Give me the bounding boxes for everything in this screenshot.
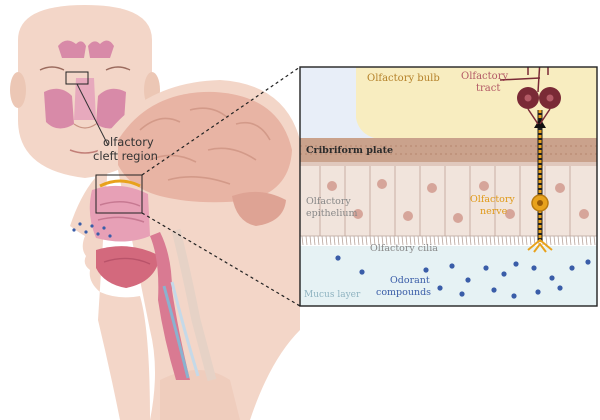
cilia-hair (385, 235, 388, 246)
cilia-hair (353, 235, 356, 246)
cilia-hair (389, 235, 392, 246)
mucus-layer-shape (300, 246, 597, 306)
cilia-hair (345, 235, 348, 246)
zoom-line-top (141, 66, 301, 176)
cilia-hair (505, 235, 508, 246)
cilia-hair (445, 235, 448, 246)
tract-label-line2: tract (476, 83, 500, 94)
cilia-hair (361, 235, 364, 246)
cilia-hair (309, 235, 312, 246)
cilia-hair (485, 235, 488, 246)
epithelium-label-line2: epithelium (306, 208, 358, 219)
cilia-hair (365, 235, 368, 246)
cilia-hair (593, 235, 596, 246)
cilia-hair (557, 235, 560, 246)
cilia-hair (501, 235, 504, 246)
cilia-hair (437, 235, 440, 246)
front-box-connector (76, 83, 109, 146)
cilia-hair (369, 235, 372, 246)
mucus-label: Mucus layer (304, 290, 361, 300)
cilia-hair (441, 235, 444, 246)
cilia-hair (373, 235, 376, 246)
cilia-hair (549, 235, 552, 246)
cilia-hair (469, 235, 472, 246)
cilia-hair (517, 235, 520, 246)
cilia-hair (453, 235, 456, 246)
cilia-hair (585, 235, 588, 246)
tract-label-line1: Olfactory (461, 71, 508, 82)
cilia-hair (521, 235, 524, 246)
cilia-hair (569, 235, 572, 246)
cilia-hair (425, 235, 428, 246)
cilia-hair (321, 235, 324, 246)
cilia-hair (325, 235, 328, 246)
cilia-hair (577, 235, 580, 246)
cilia-hair (565, 235, 568, 246)
cilia-hair (529, 235, 532, 246)
cleft-label-line2: cleft region (93, 149, 158, 163)
cilia-hair (341, 235, 344, 246)
cilia-hair (433, 235, 436, 246)
zoomed-olfactory-panel (299, 66, 598, 307)
cilia-hair (461, 235, 464, 246)
nerve-label-line2: nerve (480, 206, 508, 217)
cilia-label: Olfactory cilia (370, 243, 438, 254)
cilia-hair (489, 235, 492, 246)
cilia-hair (301, 235, 304, 246)
cilia-hair (313, 235, 316, 246)
odorant-label-line1: Odorant (390, 275, 430, 286)
cribriform-label: Cribriform plate (306, 145, 393, 156)
cilia-hair (457, 235, 460, 246)
cilia-hair (317, 235, 320, 246)
cilia-hair (377, 235, 380, 246)
cilia-hair (581, 235, 584, 246)
cilia-hair (409, 235, 412, 246)
cilia-hair (421, 235, 424, 246)
cilia-hair (417, 235, 420, 246)
cilia-hair (473, 235, 476, 246)
cilia-hair (429, 235, 432, 246)
epithelium-label-line1: Olfactory (306, 196, 351, 207)
cilia-hair (465, 235, 468, 246)
cilia-hair (329, 235, 332, 246)
cilia-hair (337, 235, 340, 246)
nerve-label-line1: Olfactory (470, 194, 515, 205)
cilia-hair (573, 235, 576, 246)
nerve-cilia-tuft (527, 238, 553, 253)
cilia-hair (553, 235, 556, 246)
cilia-hair (589, 235, 592, 246)
cilia-hair (381, 235, 384, 246)
cilia-hair (545, 235, 548, 246)
cilia-hair (393, 235, 396, 246)
cilia-hair (413, 235, 416, 246)
cilia-hair (497, 235, 500, 246)
cilia-hair (357, 235, 360, 246)
cilia-hair (333, 235, 336, 246)
cilia-hair (401, 235, 404, 246)
cilia-hair (513, 235, 516, 246)
cilia-hair (449, 235, 452, 246)
cilia-hair (481, 235, 484, 246)
cilia-hair (493, 235, 496, 246)
cleft-label-line1: olfactory (103, 135, 154, 149)
zoom-line-bottom (141, 212, 301, 307)
cilia-hair (509, 235, 512, 246)
cilia-hair (397, 235, 400, 246)
odorant-label-line2: compounds (376, 287, 431, 298)
cilia-hair (561, 235, 564, 246)
bulb-label: Olfactory bulb (367, 73, 440, 84)
cribriform-plate-shape (300, 138, 597, 162)
cilia-hair (525, 235, 528, 246)
cilia-hair (305, 235, 308, 246)
odorant-molecules (335, 255, 591, 299)
cilia-hair (349, 235, 352, 246)
cilia-hair (405, 235, 408, 246)
zoom-panel-border (299, 66, 598, 307)
cilia-hair (477, 235, 480, 246)
